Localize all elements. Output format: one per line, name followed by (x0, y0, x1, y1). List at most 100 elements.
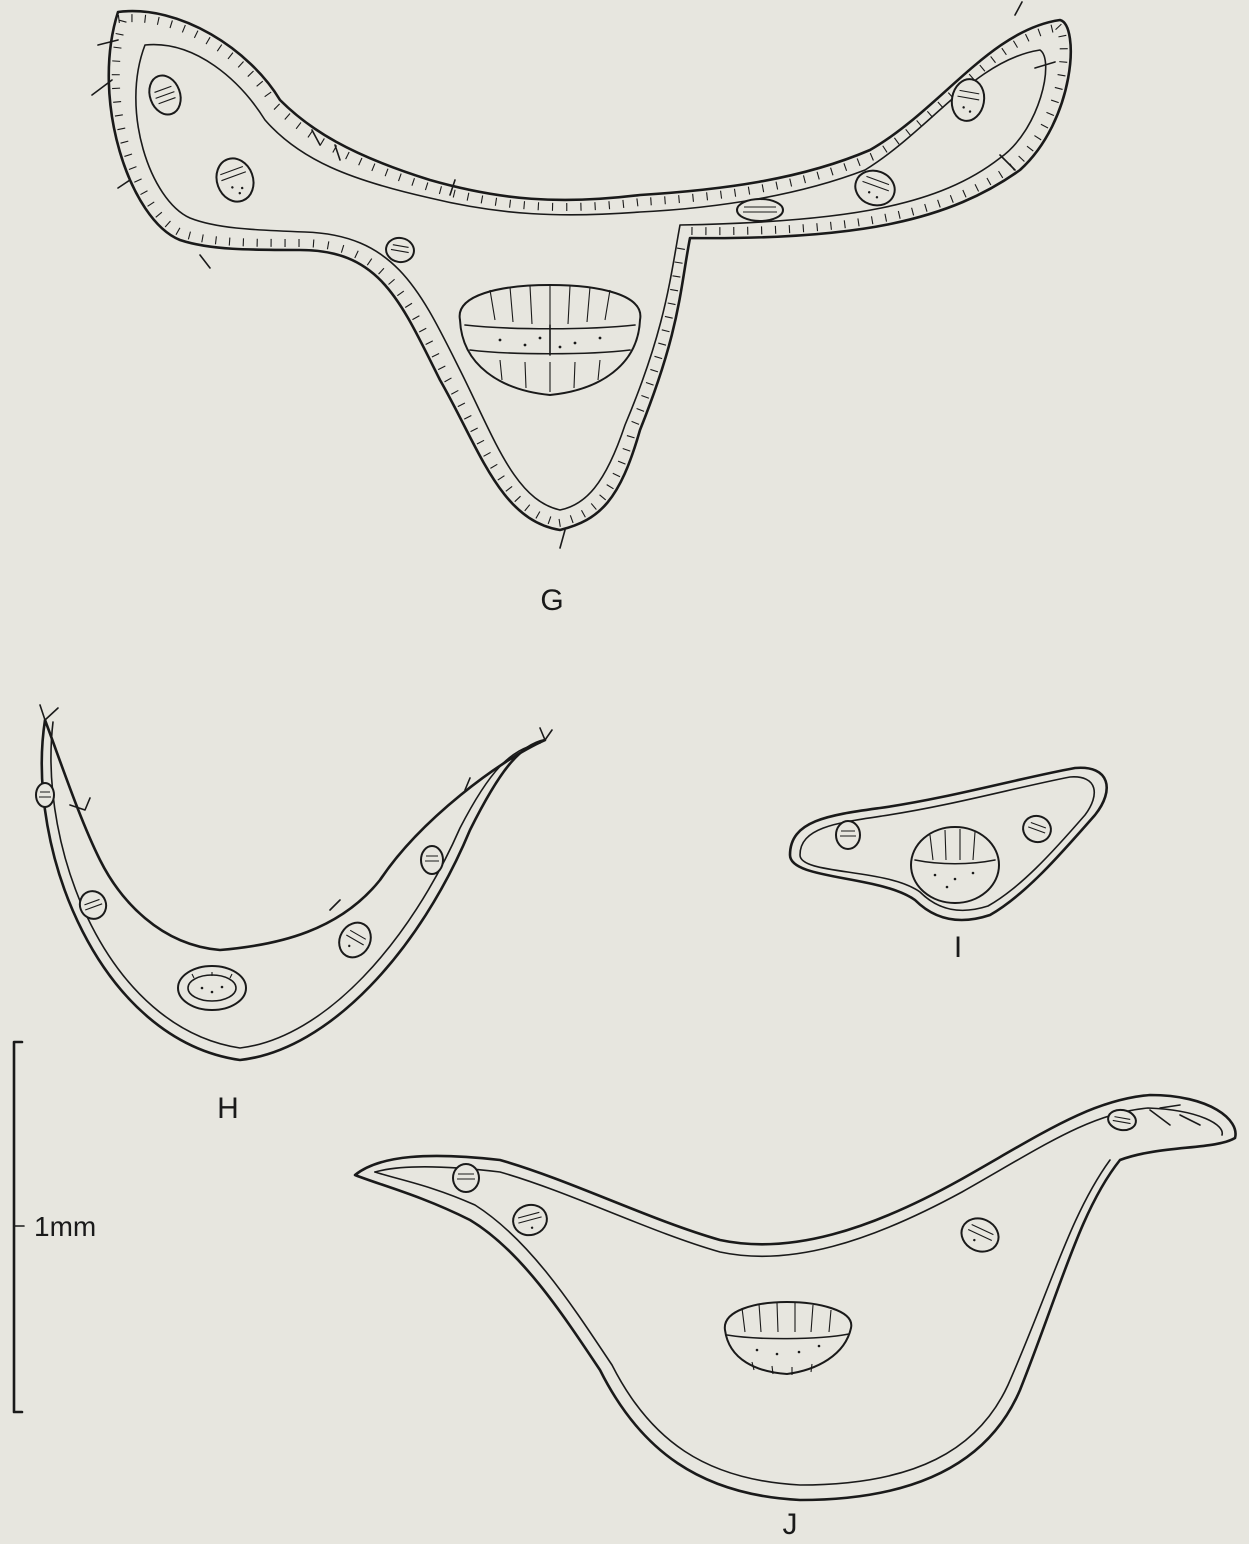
section-h-midrib-bundle (178, 966, 246, 1010)
cortex-hatch-mark (129, 167, 136, 170)
section-i-midrib-bundle (911, 827, 999, 903)
section-h: H (36, 705, 552, 1125)
cortex-hatch-mark (927, 111, 932, 117)
cortex-hatch-mark (320, 138, 324, 145)
cortex-hatch-mark (1002, 48, 1007, 55)
section-h-bundle-3 (333, 917, 377, 963)
cortex-hatch-mark (1013, 41, 1017, 48)
cortex-hatch-mark (182, 25, 185, 32)
cortex-hatch-mark (525, 505, 530, 511)
cortex-hatch-mark (248, 71, 254, 77)
section-h-bundle-1 (36, 783, 54, 807)
cortex-hatch-mark (471, 428, 478, 432)
cortex-hatch-mark (412, 178, 415, 186)
cortex-hatch-mark (1027, 146, 1033, 151)
cortex-hatch-mark (938, 102, 943, 108)
cortex-hatch-mark (165, 221, 170, 227)
cortex-hatch-mark (296, 122, 301, 128)
cortex-hatch-mark (844, 220, 845, 228)
cortex-hatch-mark (464, 415, 471, 419)
cortex-hatch-mark (524, 201, 525, 209)
cortex-hatch-mark (1025, 34, 1029, 41)
cortex-hatch-mark (490, 464, 497, 468)
cortex-hatch-mark (677, 248, 685, 249)
cortex-hatch-mark (679, 195, 680, 203)
section-j-outer-outline (355, 1095, 1236, 1500)
cortex-hatch-mark (118, 15, 119, 23)
cortex-hatch-mark (257, 81, 263, 86)
cortex-hatch-mark (665, 316, 673, 318)
cortex-hatch-mark (885, 214, 887, 222)
cortex-hatch-mark (762, 184, 763, 192)
cortex-hatch-mark (536, 511, 540, 518)
cortex-hatch-mark (650, 369, 658, 371)
cortex-hatch-mark (670, 289, 678, 290)
cortex-hatch-mark (776, 182, 778, 190)
cortex-hatch-mark (980, 65, 985, 71)
cortex-hatch-mark (121, 141, 129, 143)
cortex-hatch-mark (632, 421, 639, 424)
scale-bar: 1mm (14, 1042, 96, 1412)
cortex-hatch-mark (397, 291, 403, 296)
section-j-bundle-2 (510, 1201, 551, 1239)
cortex-hatch-mark (609, 201, 610, 209)
cortex-hatch-mark (372, 164, 375, 171)
cortex-hatch-mark (637, 198, 638, 206)
cortex-hatch-mark (217, 45, 221, 52)
cortex-hatch-mark (202, 234, 203, 242)
cortex-hatch-mark (117, 128, 125, 130)
section-i-label: I (954, 931, 962, 964)
cortex-hatch-mark (194, 31, 198, 38)
cortex-hatch-mark (975, 184, 979, 191)
cortex-hatch-mark (613, 473, 620, 476)
section-h-bundle-2 (76, 887, 110, 922)
cortex-hatch-mark (672, 276, 680, 277)
cortex-hatch-mark (145, 15, 146, 23)
cortex-hatch-mark (668, 303, 676, 305)
cortex-hatch-mark (176, 228, 180, 235)
cortex-hatch-mark (453, 190, 455, 198)
section-j-label: J (783, 1508, 798, 1541)
cortex-hatch-mark (912, 208, 914, 216)
section-g-inner-outline (136, 45, 1046, 510)
cortex-hatch-mark (870, 153, 873, 160)
cortex-hatch-mark (313, 240, 314, 248)
cortex-hatch-mark (917, 120, 922, 126)
cortex-hatch-mark (379, 268, 384, 274)
section-h-trichomes (40, 705, 552, 910)
cortex-hatch-mark (385, 169, 388, 176)
cortex-hatch-mark (206, 37, 210, 44)
cortex-hatch-mark (481, 196, 482, 204)
cortex-hatch-mark (675, 262, 683, 263)
cortex-hatch-mark (1051, 100, 1059, 103)
cortex-hatch-mark (623, 200, 624, 208)
cortex-hatch-mark (113, 102, 121, 103)
cortex-hatch-mark (817, 172, 819, 180)
cortex-hatch-mark (1041, 124, 1048, 128)
section-g-cortex-hatching (112, 14, 1068, 527)
cortex-hatch-mark (355, 251, 358, 258)
cortex-hatch-mark (707, 192, 708, 200)
cortex-hatch-mark (113, 47, 121, 48)
cortex-hatch-mark (229, 238, 230, 246)
cortex-hatch-mark (803, 175, 805, 183)
cortex-hatch-mark (999, 171, 1003, 178)
cortex-hatch-mark (265, 92, 272, 97)
section-h-inner-outline (51, 722, 540, 1048)
cortex-hatch-mark (439, 186, 441, 194)
cortex-hatch-mark (148, 202, 155, 206)
cortex-hatch-mark (458, 403, 465, 407)
cortex-hatch-mark (285, 113, 290, 119)
cortex-hatch-mark (803, 224, 804, 232)
cortex-hatch-mark (484, 452, 491, 456)
cortex-hatch-mark (124, 154, 132, 156)
cortex-hatch-mark (228, 53, 233, 59)
cortex-hatch-mark (646, 383, 654, 386)
section-g-midrib-bundle (460, 285, 641, 395)
cortex-hatch-mark (188, 232, 190, 240)
cortex-hatch-mark (116, 33, 124, 35)
cortex-hatch-mark (140, 191, 147, 195)
cortex-hatch-mark (662, 330, 670, 332)
section-h-outer-outline (42, 720, 545, 1060)
section-i: I (790, 768, 1107, 964)
